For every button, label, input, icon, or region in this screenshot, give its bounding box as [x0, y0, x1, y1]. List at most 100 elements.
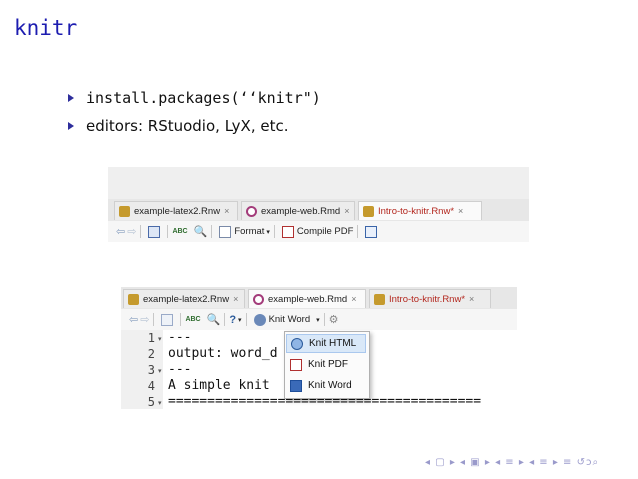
code-line[interactable]: ---	[168, 362, 192, 377]
bullet-text: install.packages(‘‘knitr")	[86, 89, 321, 107]
nav-subsection-icon[interactable]: ◂ ≡ ▸	[529, 457, 559, 468]
line-number: 1	[147, 331, 155, 345]
close-icon[interactable]: ×	[344, 206, 350, 216]
line-number: 2	[147, 347, 155, 361]
publish-icon[interactable]	[365, 225, 378, 238]
tab-example-latex2[interactable]: example-latex2.Rnw ×	[123, 289, 245, 308]
toolbar-divider	[211, 225, 213, 238]
pdf-icon	[290, 358, 302, 371]
menu-item-label: Knit PDF	[308, 359, 349, 370]
beamer-navigation-bar: ◂ ▢ ▸ ◂ ▣ ▸ ◂ ≡ ▸ ◂ ≡ ▸ ≡ ↺ɔ⌕	[425, 457, 599, 468]
line-number: 5	[147, 395, 155, 409]
knit-word-button[interactable]: Knit Word	[268, 314, 311, 325]
spellcheck-icon[interactable]: ABC	[185, 316, 201, 323]
line-number: 4	[147, 379, 155, 393]
toolbar-divider	[140, 225, 142, 238]
close-icon[interactable]: ×	[233, 294, 239, 304]
menu-item-label: Knit HTML	[309, 338, 357, 349]
rnw-file-icon	[128, 293, 139, 305]
nav-frame-icon[interactable]: ◂ ▣ ▸	[460, 457, 491, 468]
editor-tab-bar: example-latex2.Rnw × example-web.Rmd × I…	[121, 287, 517, 310]
nav-first-icon[interactable]: ◂ ▢ ▸	[425, 457, 456, 468]
slide-title: knitr	[14, 16, 78, 40]
window-band	[108, 167, 529, 200]
tab-example-latex2[interactable]: example-latex2.Rnw ×	[114, 201, 238, 220]
tab-intro-to-knitr[interactable]: Intro-to-knitr.Rnw* ×	[369, 289, 491, 308]
format-button[interactable]: Format	[234, 226, 265, 237]
bullet-triangle-icon	[68, 122, 74, 130]
rmd-file-icon	[253, 293, 264, 305]
chevron-down-icon[interactable]: ▾	[238, 316, 242, 324]
editor-toolbar: ⇦ ⇨ ABC 🔍 Format ▾ Compile PDF	[108, 221, 529, 242]
tab-intro-to-knitr[interactable]: Intro-to-knitr.Rnw* ×	[358, 201, 482, 220]
word-icon	[290, 379, 302, 392]
code-line[interactable]: output: word_d	[168, 346, 278, 361]
html-globe-icon	[291, 337, 303, 350]
forward-arrow-icon[interactable]: ⇨	[140, 314, 150, 326]
code-line[interactable]: ---	[168, 330, 192, 345]
menu-item-knit-word[interactable]: Knit Word	[286, 376, 366, 395]
rstudio-screenshot-1: example-latex2.Rnw × example-web.Rmd × I…	[108, 167, 529, 242]
gear-icon[interactable]: ⚙	[328, 314, 339, 326]
rnw-file-icon	[374, 293, 385, 305]
menu-item-label: Knit Word	[308, 380, 352, 391]
toolbar-divider	[180, 313, 182, 326]
pdf-icon	[281, 225, 294, 238]
close-icon[interactable]: ×	[469, 294, 475, 304]
compile-pdf-button[interactable]: Compile PDF	[296, 226, 354, 237]
menu-item-knit-pdf[interactable]: Knit PDF	[286, 355, 366, 374]
close-icon[interactable]: ×	[224, 206, 230, 216]
menu-item-knit-html[interactable]: Knit HTML	[286, 334, 366, 353]
chevron-down-icon[interactable]: ▾	[316, 316, 320, 324]
close-icon[interactable]: ×	[351, 294, 357, 304]
toolbar-divider	[245, 313, 247, 326]
code-line[interactable]: ========================================	[168, 394, 482, 409]
back-arrow-icon[interactable]: ⇦	[129, 314, 139, 326]
knit-yarn-icon	[253, 313, 266, 326]
line-number: 3	[147, 363, 155, 377]
search-icon[interactable]: 🔍	[193, 226, 208, 238]
search-icon[interactable]: 🔍	[206, 314, 221, 326]
tab-label: Intro-to-knitr.Rnw*	[378, 205, 455, 217]
tab-label: example-web.Rmd	[261, 205, 341, 217]
bullet-text: editors: RStuodio, LyX, etc.	[86, 117, 289, 135]
spellcheck-icon[interactable]: ABC	[172, 228, 188, 235]
fold-arrow-icon[interactable]: ▾	[158, 335, 162, 343]
nav-section-icon[interactable]: ◂ ≡ ▸	[495, 457, 525, 468]
code-line[interactable]: A simple knit	[168, 378, 270, 393]
tab-example-web[interactable]: example-web.Rmd ×	[248, 289, 366, 308]
editor-tab-bar: example-latex2.Rnw × example-web.Rmd × I…	[108, 199, 529, 222]
forward-arrow-icon[interactable]: ⇨	[127, 226, 137, 238]
fold-arrow-icon[interactable]: ▾	[158, 399, 162, 407]
bullet-triangle-icon	[68, 94, 74, 102]
nav-align-icon[interactable]: ≡	[563, 457, 573, 468]
knit-dropdown-menu: Knit HTML Knit PDF Knit Word	[284, 331, 370, 399]
tab-label: example-latex2.Rnw	[134, 205, 221, 217]
line-number-gutter	[121, 330, 163, 409]
tab-label: Intro-to-knitr.Rnw*	[389, 293, 466, 305]
fold-arrow-icon[interactable]: ▾	[158, 367, 162, 375]
back-arrow-icon[interactable]: ⇦	[116, 226, 126, 238]
toolbar-divider	[357, 225, 359, 238]
format-icon	[219, 225, 232, 238]
chevron-down-icon[interactable]: ▾	[266, 228, 270, 236]
toolbar-divider	[323, 313, 325, 326]
bullet-install: install.packages(‘‘knitr")	[68, 89, 321, 107]
toolbar-divider	[153, 313, 155, 326]
help-icon[interactable]: ?	[229, 313, 237, 326]
close-icon[interactable]: ×	[458, 206, 464, 216]
bullet-editors: editors: RStuodio, LyX, etc.	[68, 117, 289, 135]
toolbar-divider	[273, 225, 275, 238]
toolbar-divider	[167, 225, 169, 238]
toolbar-divider	[224, 313, 226, 326]
save-icon[interactable]	[161, 313, 174, 326]
rstudio-screenshot-2: example-latex2.Rnw × example-web.Rmd × I…	[121, 287, 517, 409]
tab-label: example-web.Rmd	[268, 293, 348, 305]
tab-label: example-latex2.Rnw	[143, 293, 230, 305]
rmd-file-icon	[246, 205, 257, 217]
rnw-file-icon	[363, 205, 374, 217]
tab-example-web[interactable]: example-web.Rmd ×	[241, 201, 355, 220]
save-icon[interactable]	[148, 225, 161, 238]
nav-search-icon[interactable]: ↺ɔ⌕	[576, 457, 600, 468]
rnw-file-icon	[119, 205, 130, 217]
